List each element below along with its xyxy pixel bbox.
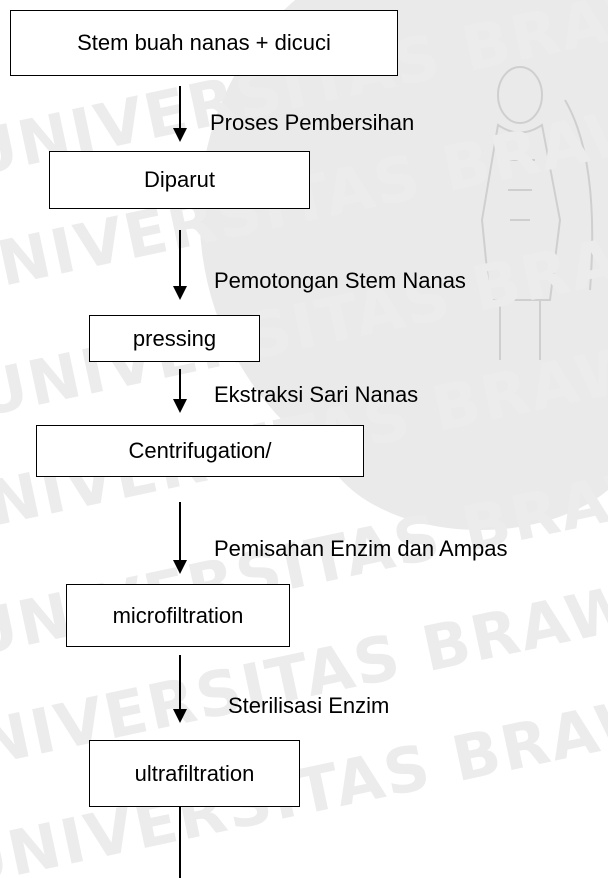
step-box-stem-buah-nanas: Stem buah nanas + dicuci xyxy=(10,10,398,76)
process-label-pemisahan: Pemisahan Enzim dan Ampas xyxy=(214,536,508,561)
arrow-down-icon xyxy=(173,369,187,413)
watermark-logo-shape-lower xyxy=(320,330,608,530)
step-box-diparut: Diparut xyxy=(49,151,310,209)
process-label-pemotongan: Pemotongan Stem Nanas xyxy=(214,268,466,293)
step-box-centrifugation: Centrifugation/ xyxy=(36,425,364,477)
step-box-pressing: pressing xyxy=(89,315,260,362)
step-box-ultrafiltration: ultrafiltration xyxy=(89,740,300,807)
arrow-down-icon xyxy=(173,807,187,878)
arrow-down-icon xyxy=(173,86,187,142)
watermark-figure-icon xyxy=(480,66,594,360)
arrow-down-icon xyxy=(173,502,187,574)
process-label-sterilisasi: Sterilisasi Enzim xyxy=(228,693,390,718)
process-label-ekstraksi: Ekstraksi Sari Nanas xyxy=(214,382,419,407)
arrow-down-icon xyxy=(173,655,187,723)
arrow-down-icon xyxy=(173,230,187,300)
process-label-pembersihan: Proses Pembersihan xyxy=(210,110,415,135)
step-box-microfiltration: microfiltration xyxy=(66,584,290,647)
